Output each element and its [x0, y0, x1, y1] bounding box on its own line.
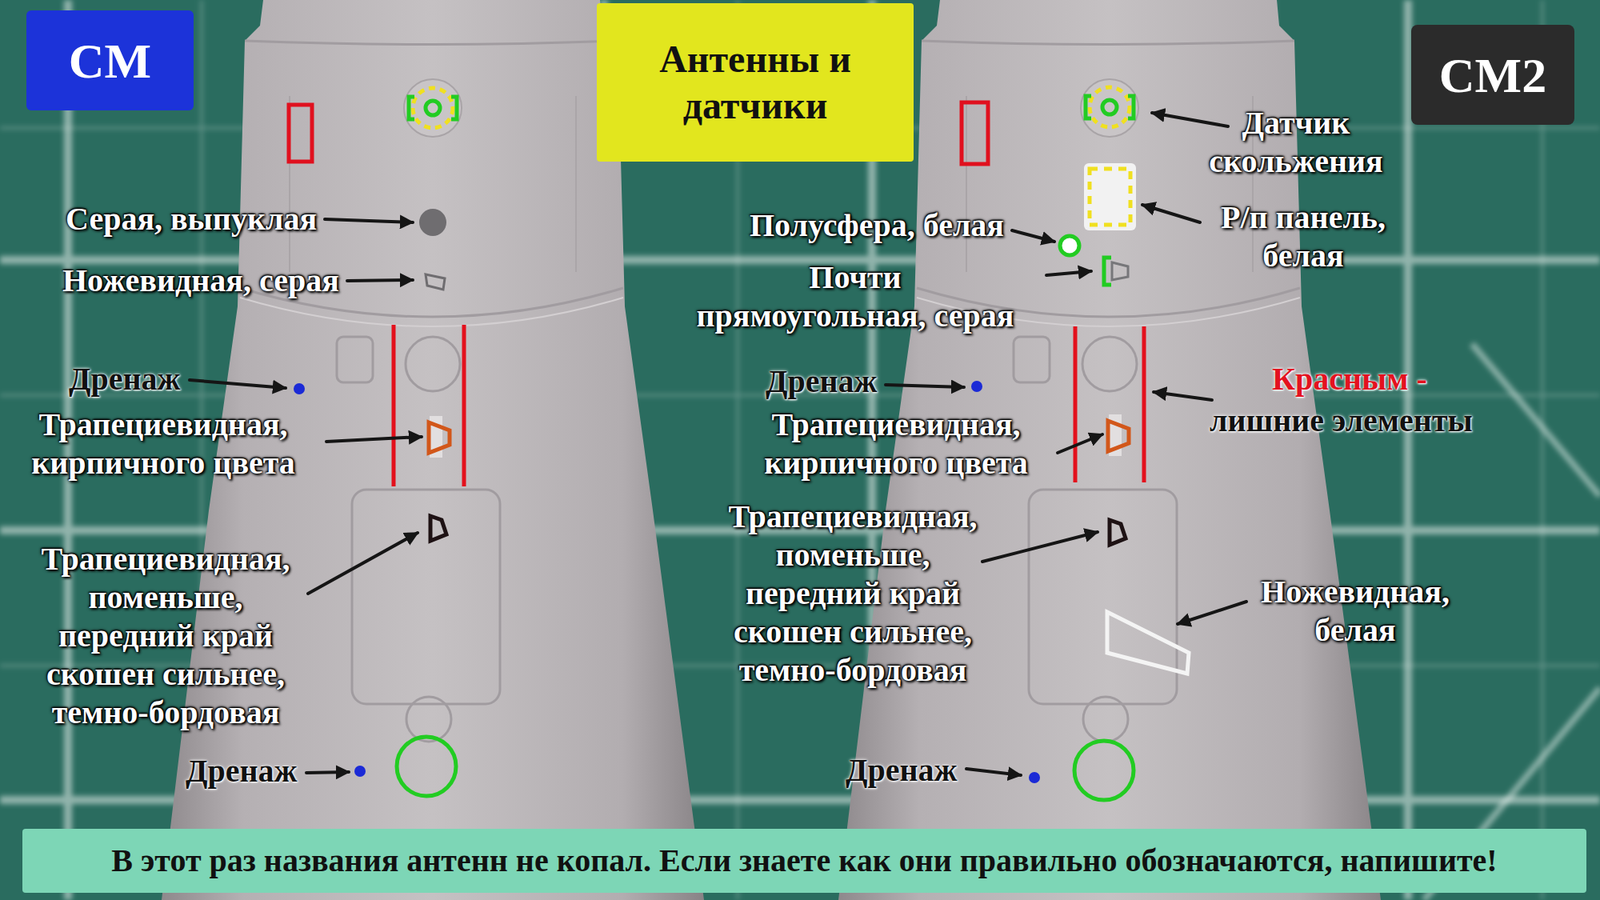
circle-mark	[396, 736, 456, 796]
sensor-mark	[1089, 87, 1130, 128]
callout-label: лишние элементы	[1209, 401, 1473, 440]
drain-dot	[1028, 772, 1040, 784]
radio-panel	[1084, 163, 1136, 231]
label-box: СМ	[26, 10, 194, 111]
leader-arrow	[1057, 434, 1103, 453]
sensor-bracket	[408, 96, 415, 120]
leader-arrow	[189, 380, 286, 388]
blade-antenna	[425, 274, 445, 290]
panel-hatch	[336, 336, 373, 383]
leader-arrow	[306, 772, 349, 773]
leader-arrows	[189, 112, 1247, 776]
panel-line	[244, 40, 618, 45]
blade-antenna	[1107, 612, 1189, 674]
leader-arrow	[347, 280, 413, 281]
right-markings	[961, 87, 1189, 800]
leader-arrow	[1046, 271, 1092, 276]
trapezoid-antenna	[1109, 520, 1126, 545]
sensor-panel	[404, 79, 462, 137]
radio-panel-mark	[1089, 168, 1131, 225]
trapezoid-antenna	[1108, 420, 1129, 452]
leader-arrow	[966, 768, 1021, 776]
leader-arrow	[1177, 601, 1247, 624]
caption-band: В этот раз названия антенн не копал. Есл…	[22, 828, 1587, 893]
callout-label: Почти прямоугольная, серая	[696, 258, 1015, 336]
box-label: СМ2	[1439, 47, 1547, 104]
callout-label: Ножевидная, серая	[62, 261, 340, 300]
grid-diagonal	[1472, 344, 1600, 496]
extra-element-mark	[1142, 326, 1147, 483]
left-markings	[288, 88, 464, 796]
callout-label: Дренаж	[765, 362, 878, 401]
callout-label: Р/п панель, белая	[1220, 198, 1387, 276]
sensor-mark	[1102, 100, 1117, 115]
extra-element-mark	[462, 324, 467, 487]
leader-arrow	[1142, 204, 1200, 223]
box-label: СМ	[68, 32, 152, 89]
title-text: Антенны и датчики	[612, 36, 898, 129]
panel-door	[352, 489, 500, 704]
caption-text: В этот раз названия антенн не копал. Есл…	[111, 841, 1497, 880]
callout-label: Красным -	[1272, 360, 1428, 399]
sensor-bracket	[1128, 96, 1134, 119]
callout-label: Трапециевидная, поменьше, передний край …	[40, 540, 291, 732]
leader-arrow	[1152, 112, 1228, 127]
extra-element-mark	[392, 324, 396, 487]
callout-label: Трапециевидная, поменьше, передний край …	[728, 497, 978, 690]
callout-label: Трапециевидная, кирпичного цвета	[31, 405, 296, 483]
antenna-bump	[419, 208, 447, 236]
sensor-mark	[412, 88, 453, 128]
leader-arrow	[1153, 392, 1212, 400]
label-box: СМ2	[1411, 24, 1575, 125]
trapezoid-antenna	[430, 516, 447, 541]
antenna-bracket	[1104, 257, 1112, 285]
callout-label: Дренаж	[68, 360, 181, 399]
title-box: Антенны и датчики	[596, 3, 914, 162]
callout-label: Дренаж	[845, 751, 958, 790]
callout-label: Датчик скольжения	[1208, 104, 1384, 181]
callout-label: Полусфера, белая	[749, 206, 1004, 245]
trapezoid-antenna	[428, 422, 450, 453]
callout-label: Ножевидная, белая	[1260, 572, 1450, 650]
callout-label: Серая, выпуклая	[65, 200, 317, 239]
leader-arrow	[982, 532, 1098, 562]
hemisphere-antenna	[1060, 236, 1080, 256]
panel-line	[240, 297, 624, 327]
leader-arrow	[1012, 230, 1055, 242]
rect-antenna	[1112, 262, 1128, 280]
grid-line	[1404, 0, 1412, 900]
sensor-bracket	[451, 96, 457, 120]
panel-line	[575, 96, 577, 272]
leader-arrow	[308, 532, 418, 594]
panel-circle	[406, 696, 452, 742]
drain-dot	[293, 383, 305, 395]
panel-circle	[405, 336, 460, 392]
extra-element-mark	[1073, 326, 1078, 483]
circle-mark	[1074, 740, 1134, 800]
leader-arrow	[324, 219, 413, 223]
sensor-mark	[425, 100, 440, 116]
callout-label: Дренаж	[185, 752, 298, 791]
leader-arrow	[326, 436, 422, 442]
drain-dot	[971, 380, 983, 392]
leader-arrow	[885, 384, 964, 388]
extra-element-mark	[288, 104, 312, 162]
extra-element-mark	[961, 102, 988, 164]
callout-label: Трапециевидная, кирпичного цвета	[764, 405, 1028, 483]
grid-line	[1541, 0, 1544, 900]
drain-dot	[354, 765, 366, 777]
sensor-bracket	[1085, 96, 1092, 119]
